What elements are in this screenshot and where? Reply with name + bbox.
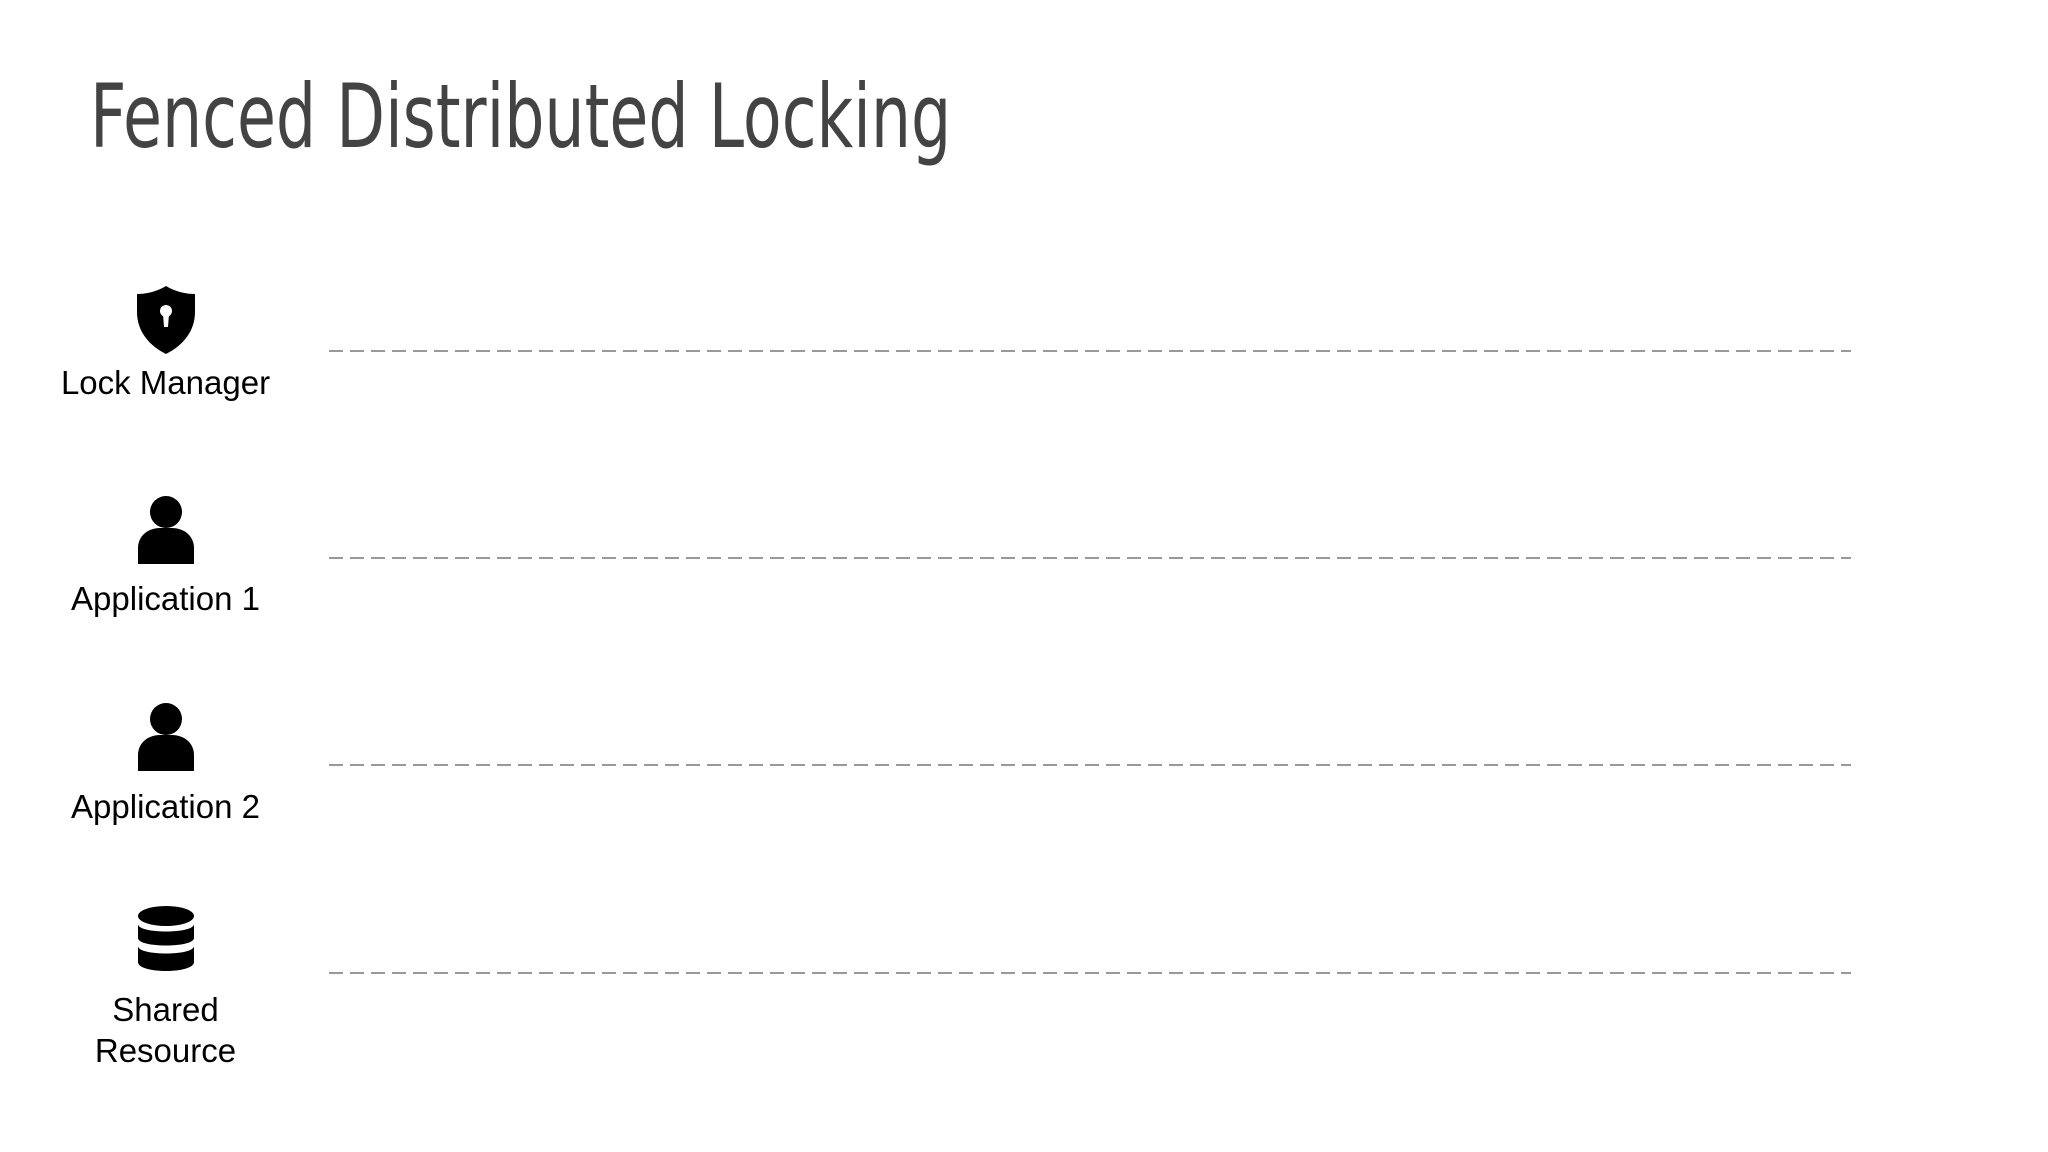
- database-icon: [138, 906, 194, 971]
- participant-label-shared-resource: Shared Resource: [94, 991, 237, 1069]
- slide-title: Fenced Distributed Locking: [90, 65, 952, 168]
- lifeline-lock-manager: [329, 350, 1851, 352]
- shield-keyhole-icon: [137, 286, 195, 354]
- lifeline-application-2: [329, 764, 1851, 766]
- participant-label-application-2: Application 2: [71, 788, 260, 825]
- participant-label-lock-manager: Lock Manager: [60, 364, 271, 401]
- user-icon: [138, 496, 194, 564]
- lifeline-shared-resource: [329, 972, 1851, 974]
- user-icon: [138, 703, 194, 771]
- lifeline-application-1: [329, 557, 1851, 559]
- participant-label-application-1: Application 1: [71, 580, 260, 617]
